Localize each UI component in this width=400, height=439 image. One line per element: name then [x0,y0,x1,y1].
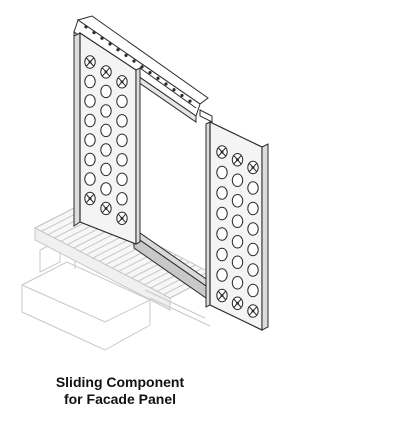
rail-hole [180,93,184,98]
panel-hole [216,186,228,200]
panel-hole [116,94,128,109]
panel-hole [247,242,259,257]
anchor-hole [116,211,128,226]
panel-hole [84,152,96,167]
opening-frame [139,67,197,242]
anchor-hole [247,304,259,318]
rail-hole [164,82,168,86]
anchor-hole [216,288,228,303]
panel-hole [216,165,228,180]
rail-hole [188,99,192,103]
panel-hole [247,263,259,277]
panel-hole [116,172,128,187]
panel-hole [84,113,96,128]
anchor-hole [116,75,128,89]
anchor-hole [216,145,228,159]
panel-hole [84,74,96,89]
panel-hole [247,181,259,195]
panel-hole [100,123,112,138]
panel-hole [116,192,128,206]
rail-hole [92,30,96,35]
anchor-hole [84,55,96,69]
panel-hole [100,104,112,118]
guide-bracket [199,109,213,123]
anchor-hole [231,153,244,167]
panel-hole [231,214,244,228]
rail-hole [156,76,160,80]
anchor-hole [100,65,112,79]
panel-hole [247,222,259,236]
rail-hole [116,48,120,52]
anchor-hole [247,160,259,175]
anchor-hole [84,191,96,206]
anchor-hole [100,201,112,216]
panel-hole [231,276,244,290]
panel-hole [100,143,112,157]
panel-hole [231,255,244,269]
left-panel [73,31,141,245]
panel-hole [100,84,112,99]
rail-hole [108,42,112,46]
panel-hole [116,114,128,128]
panel-hole [247,283,259,298]
caption-line-1: Sliding Component [55,374,185,390]
panel-hole [84,172,96,186]
rail-hole [172,88,176,92]
panel-hole [100,162,112,177]
panel-hole [116,153,128,167]
panel-hole [231,194,244,208]
rail-hole [148,70,152,75]
rail-hole [132,59,136,63]
panel-hole [116,133,128,148]
panel-hole [100,182,112,196]
right-panel [205,121,269,331]
anchor-hole [231,296,244,310]
rail-hole [100,36,104,40]
panel-hole [247,201,259,216]
panel-hole [216,227,228,241]
panel-hole [84,133,96,147]
rail-hole [140,65,144,69]
rail-hole [84,25,88,29]
caption-line-2: for Facade Panel [63,391,177,407]
panel-hole [231,235,244,249]
panel-hole [216,206,228,221]
panel-hole [216,268,228,282]
panel-hole [216,247,228,262]
rail-hole [124,53,128,58]
panel-hole [84,94,96,108]
panel-hole [231,173,244,187]
